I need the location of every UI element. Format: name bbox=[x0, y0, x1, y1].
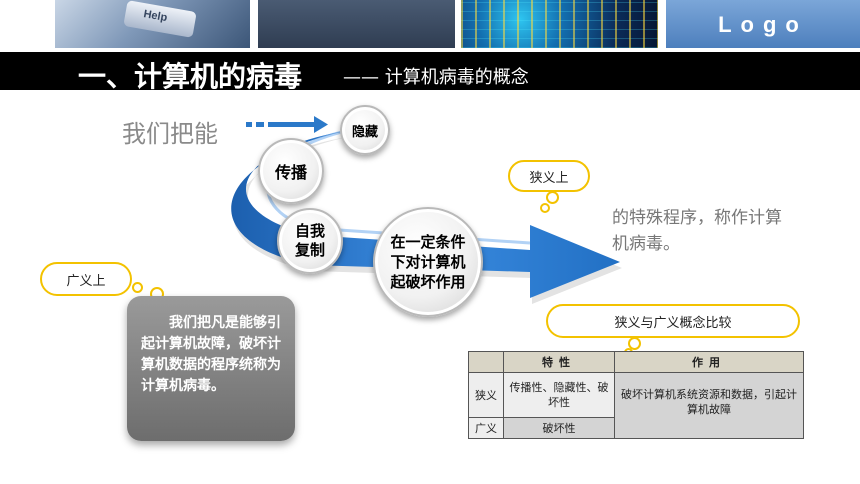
logo-box: Logo bbox=[666, 0, 860, 48]
circle-condition-line3: 起破坏作用 bbox=[390, 273, 466, 291]
circle-condition-line1: 在一定条件 bbox=[390, 233, 466, 251]
intro-text: 我们把能 bbox=[122, 120, 218, 148]
circle-self-copy: 自我 复制 bbox=[277, 208, 343, 274]
table-row-label: 广义 bbox=[468, 417, 504, 439]
key-label: Help bbox=[142, 8, 169, 25]
table-cell-feature: 破坏性 bbox=[503, 417, 615, 439]
callout-narrow-text: 狭义上 bbox=[529, 170, 569, 186]
callout-compare-text: 狭义与广义概念比较 bbox=[614, 315, 732, 331]
broad-definition-text: 我们把凡是能够引起计算机故障，破坏计算机数据的程序统称为计算机病毒。 bbox=[141, 315, 281, 394]
table-header-cell: 作用 bbox=[614, 351, 804, 373]
table-cell-effect: 破坏计算机系统资源和数据，引起计算机故障 bbox=[614, 372, 804, 439]
header-photo-dark bbox=[258, 0, 455, 48]
callout-broad-text: 广义上 bbox=[66, 273, 106, 289]
callout-bubble bbox=[546, 191, 559, 204]
circle-condition-line2: 下对计算机 bbox=[390, 253, 466, 271]
comparison-table: 特性 作用 狭义 传播性、隐藏性、破坏性 破坏计算机系统资源和数据，引起计算机故… bbox=[468, 351, 804, 439]
callout-narrow: 狭义上 bbox=[508, 160, 590, 192]
callout-bubble bbox=[628, 337, 641, 350]
broad-definition-box: 我们把凡是能够引起计算机故障，破坏计算机数据的程序统称为计算机病毒。 bbox=[127, 296, 295, 441]
table-row-label: 狭义 bbox=[468, 372, 504, 418]
table-row: 广义 破坏性 bbox=[468, 417, 804, 439]
logo-text: Logo bbox=[718, 12, 808, 37]
circle-hide-label: 隐藏 bbox=[351, 124, 378, 140]
definition-text: 的特殊程序，称作计算机病毒。 bbox=[612, 208, 782, 254]
table-header-cell bbox=[468, 351, 504, 373]
circle-self-copy-line1: 自我 bbox=[294, 222, 325, 240]
circle-hide: 隐藏 bbox=[340, 105, 390, 155]
title-bar bbox=[0, 52, 860, 90]
circle-spread-label: 传播 bbox=[274, 163, 307, 182]
circle-spread: 传播 bbox=[258, 138, 324, 204]
circle-condition: 在一定条件 下对计算机 起破坏作用 bbox=[373, 207, 483, 317]
page-title: 一、计算机的病毒 bbox=[78, 60, 303, 93]
key-image: Help bbox=[123, 0, 197, 38]
circuit-photo bbox=[461, 0, 658, 48]
table-cell-feature: 传播性、隐藏性、破坏性 bbox=[503, 372, 615, 418]
table-header-row: 特性 作用 bbox=[468, 351, 804, 373]
callout-bubble bbox=[132, 282, 143, 293]
table-header-cell: 特性 bbox=[503, 351, 615, 373]
callout-compare: 狭义与广义概念比较 bbox=[546, 304, 800, 338]
table-row: 狭义 传播性、隐藏性、破坏性 破坏计算机系统资源和数据，引起计算机故障 bbox=[468, 372, 804, 439]
callout-bubble bbox=[540, 203, 550, 213]
page-subtitle: —— 计算机病毒的概念 bbox=[343, 67, 529, 88]
callout-broad: 广义上 bbox=[40, 262, 132, 296]
small-arrow bbox=[246, 116, 328, 133]
circle-self-copy-line2: 复制 bbox=[294, 241, 325, 259]
keyboard-photo: Help bbox=[55, 0, 250, 48]
